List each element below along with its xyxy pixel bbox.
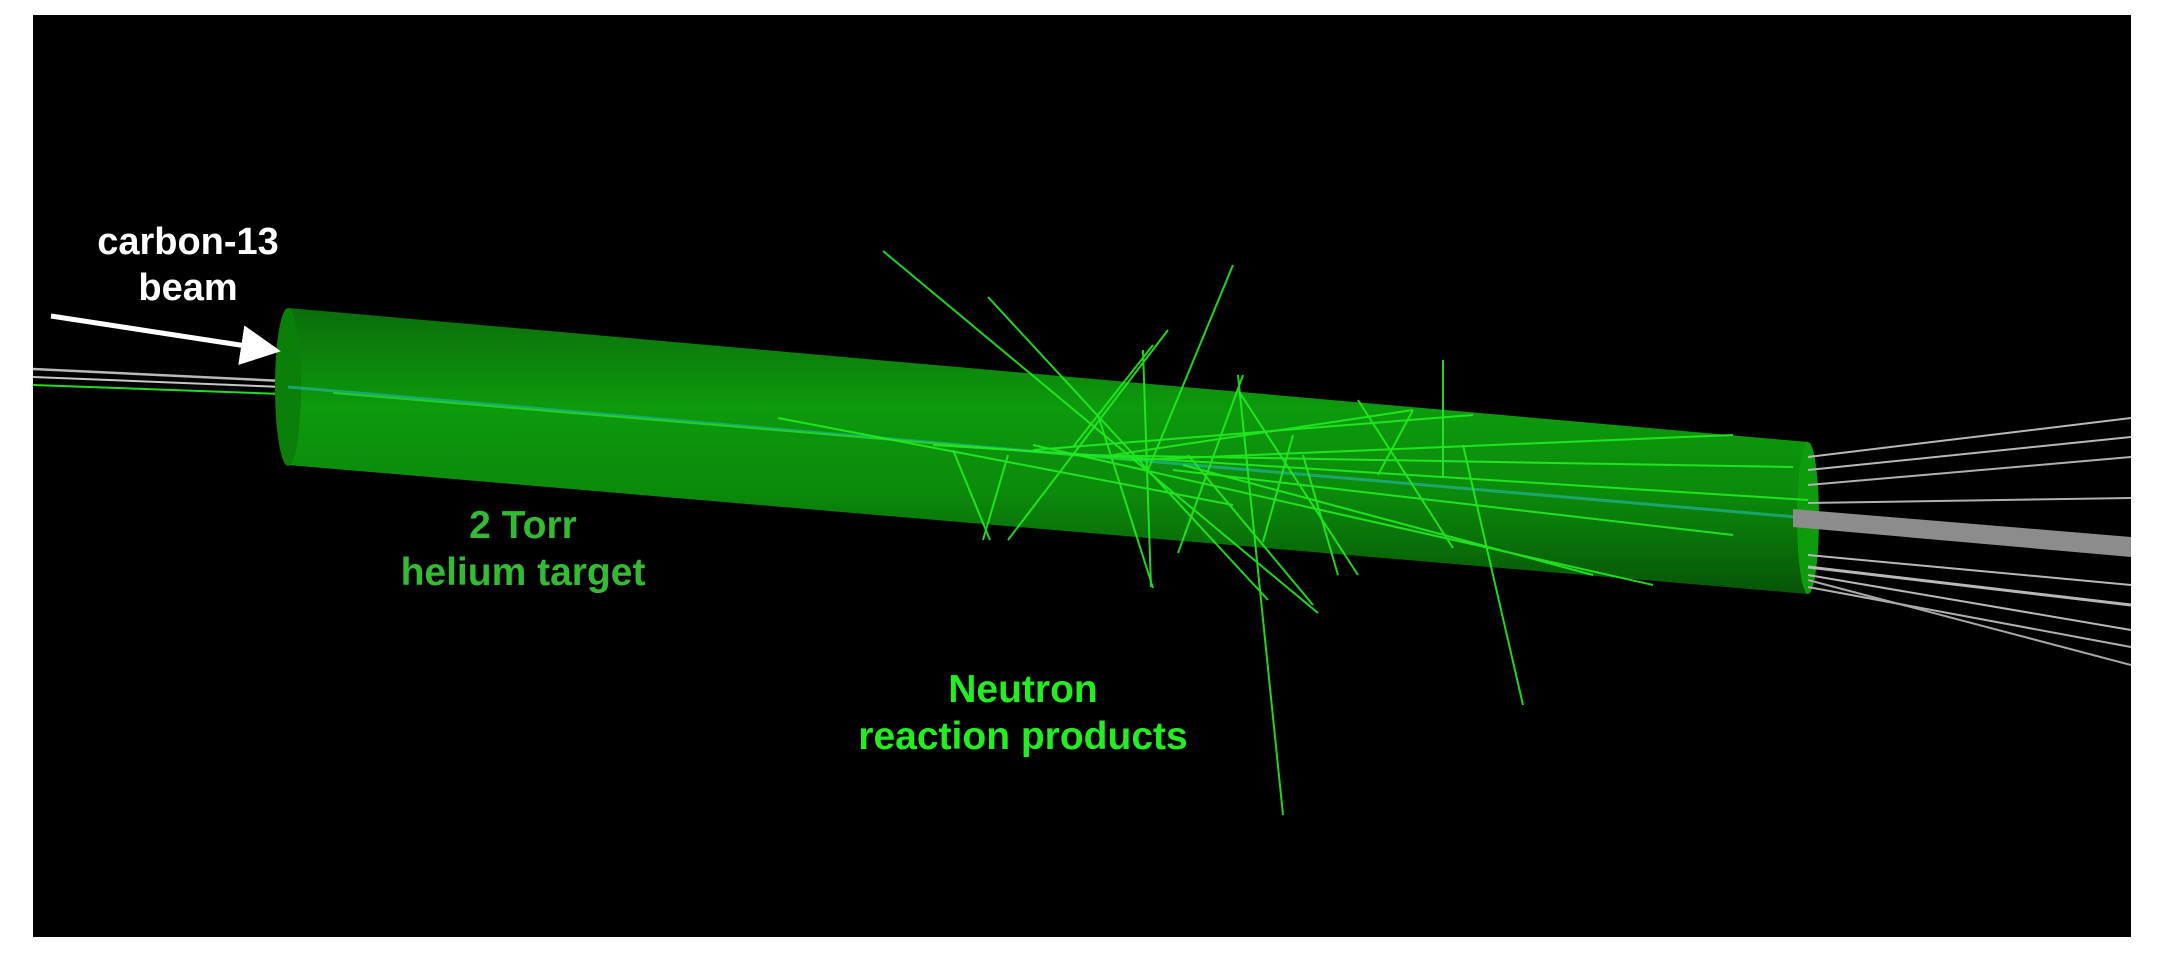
neutron-tracks <box>777 250 1809 816</box>
outgoing-track <box>1807 497 2131 504</box>
beam-label-line1: carbon-13 <box>97 221 279 263</box>
outgoing-track <box>1807 436 2131 471</box>
outgoing-track <box>1807 586 2131 648</box>
neutron-label: Neutron reaction products <box>823 667 1223 761</box>
neutron-track <box>1237 389 1359 576</box>
beam-arrow <box>50 313 281 365</box>
neutron-track <box>1177 374 1244 554</box>
neutron-track <box>777 417 1234 506</box>
target-label-line2: helium target <box>400 550 646 594</box>
outgoing-beam-band <box>1793 509 2131 557</box>
incoming-track <box>33 376 284 388</box>
outgoing-beam-tracks <box>1793 417 2131 666</box>
neutron-track <box>1032 444 1654 586</box>
neutron-track <box>1187 454 1314 606</box>
neutron-track <box>1032 414 1474 451</box>
incoming-track <box>33 384 284 395</box>
target-label-line1: 2 Torr <box>469 504 577 547</box>
outgoing-track <box>1807 565 2131 607</box>
neutron-track <box>1237 374 1284 816</box>
incoming-track <box>33 367 284 383</box>
neutron-track <box>1072 344 1154 448</box>
neutron-track <box>882 250 1319 614</box>
helium-target-cylinder <box>275 308 1819 594</box>
neutron-track <box>1132 434 1734 461</box>
neutron-track <box>1007 329 1169 541</box>
outgoing-track <box>1807 554 2131 586</box>
neutron-track <box>1302 454 1339 576</box>
neutron-track <box>932 444 1809 501</box>
beam-label-line2: beam <box>138 266 238 309</box>
outgoing-track <box>1807 579 2131 666</box>
neutron-track <box>1172 469 1734 536</box>
simulation-panel: carbon-13 beam 2 Torr helium target Neut… <box>33 15 2131 937</box>
outgoing-track <box>1807 417 2131 458</box>
neutron-track <box>1182 464 1594 576</box>
neutron-label-line2: reaction products <box>858 714 1188 758</box>
neutron-track <box>987 296 1269 601</box>
outgoing-track <box>1807 456 2131 486</box>
neutron-label-line1: Neutron <box>948 668 1098 711</box>
neutron-track <box>952 449 991 541</box>
neutron-track <box>1142 349 1152 588</box>
incoming-beam-tracks <box>33 367 284 395</box>
neutron-track <box>982 454 1009 541</box>
beam-label: carbon-13 beam <box>63 220 313 311</box>
outgoing-track <box>1807 574 2131 631</box>
neutron-track <box>1147 264 1234 471</box>
target-label: 2 Torr helium target <box>353 503 693 597</box>
simulation-scene <box>33 250 2131 816</box>
neutron-track <box>1462 444 1524 706</box>
